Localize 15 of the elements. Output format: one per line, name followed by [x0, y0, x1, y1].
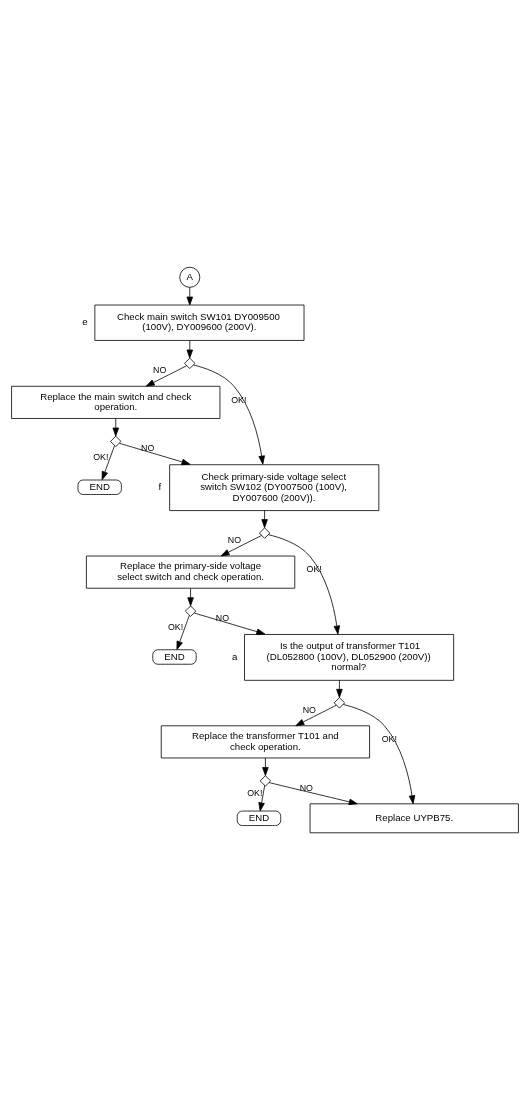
edge-label: OK! — [93, 451, 109, 462]
edge-label: NO — [153, 365, 167, 376]
edge-label: OK! — [231, 394, 247, 405]
edge-label: NO — [227, 535, 242, 546]
node-label: f — [158, 481, 162, 493]
edge-label: NO — [299, 782, 313, 793]
edge-label: OK! — [247, 787, 263, 798]
edge-label: NO — [141, 443, 155, 454]
edge-label: OK! — [381, 734, 397, 745]
edge-label: OK! — [167, 621, 184, 632]
edge-label: NO — [302, 704, 316, 715]
edge-label: NO — [215, 612, 230, 623]
node-label: e — [82, 316, 88, 328]
node-label: a — [232, 650, 238, 662]
edge-label: OK! — [306, 564, 322, 575]
